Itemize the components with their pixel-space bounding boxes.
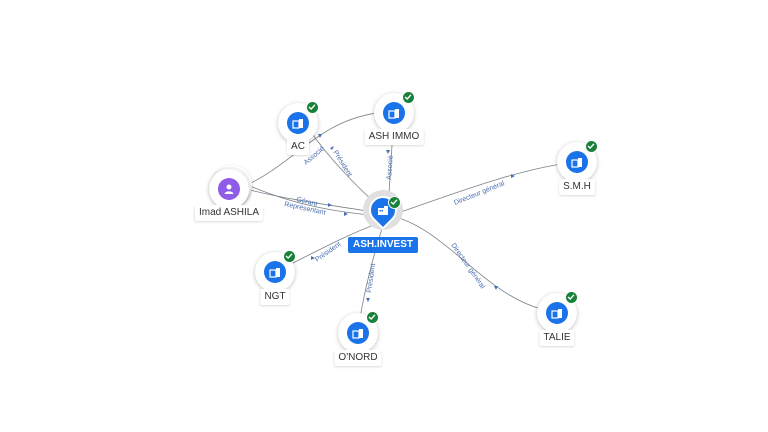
check-icon [585, 140, 598, 153]
building-icon [264, 261, 286, 283]
edge-label-talie: Directeur général [449, 242, 486, 290]
node-label-ngt[interactable]: NGT [260, 289, 290, 305]
edge-smh[interactable] [397, 161, 577, 214]
center-node-label[interactable]: ASH.INVEST [347, 237, 419, 253]
building-icon [383, 102, 405, 124]
edge-label-ac-president: Président [331, 149, 353, 178]
arrow-talie [494, 286, 498, 290]
edge-label-onord: Président [366, 263, 377, 293]
check-icon [306, 101, 319, 114]
node-label-talie[interactable]: TALIE [539, 330, 575, 346]
node-ac[interactable] [278, 101, 319, 143]
node-label-ac[interactable]: AC [287, 139, 309, 155]
arrow-ac-president [318, 134, 322, 138]
node-ngt[interactable] [255, 250, 296, 292]
edge-ac-associe[interactable] [244, 111, 386, 187]
arrow-imad-representant [344, 212, 348, 216]
node-label-ash-immo[interactable]: ASH IMMO [364, 129, 424, 145]
node-smh[interactable] [557, 140, 598, 182]
check-icon [366, 311, 379, 324]
node-label-onord[interactable]: O'NORD [334, 350, 382, 366]
node-talie[interactable] [537, 291, 578, 333]
arrow-ash-immo [386, 150, 390, 154]
center-node-pin[interactable] [363, 190, 403, 230]
arrow-onord [366, 298, 370, 302]
arrow-imad-gerant [328, 203, 332, 207]
node-onord[interactable] [338, 311, 379, 353]
node-label-imad-ashila[interactable]: Imad ASHILA [194, 205, 264, 221]
building-icon [287, 112, 309, 134]
node-ash-immo[interactable] [374, 91, 415, 133]
building-icon [378, 206, 388, 215]
check-icon [283, 250, 296, 263]
center-check-icon [388, 196, 401, 209]
building-icon [566, 151, 588, 173]
check-icon [402, 91, 415, 104]
arrow-ac-associe [330, 146, 334, 150]
edge-talie[interactable] [391, 215, 558, 313]
arrow-smh [511, 174, 515, 178]
edge-label-imad-gerant: Gérant [296, 196, 319, 208]
edge-label-smh: Directeur général [453, 180, 506, 207]
check-icon [565, 291, 578, 304]
building-icon [546, 302, 568, 324]
arrow-ngt [311, 256, 315, 260]
edge-label-ash-immo: Associé [386, 155, 395, 180]
building-icon [347, 322, 369, 344]
node-label-smh[interactable]: S.M.H [559, 179, 595, 195]
person-icon [218, 178, 240, 200]
node-imad-ashila[interactable] [209, 169, 249, 209]
edge-label-ngt: Président [314, 241, 342, 264]
